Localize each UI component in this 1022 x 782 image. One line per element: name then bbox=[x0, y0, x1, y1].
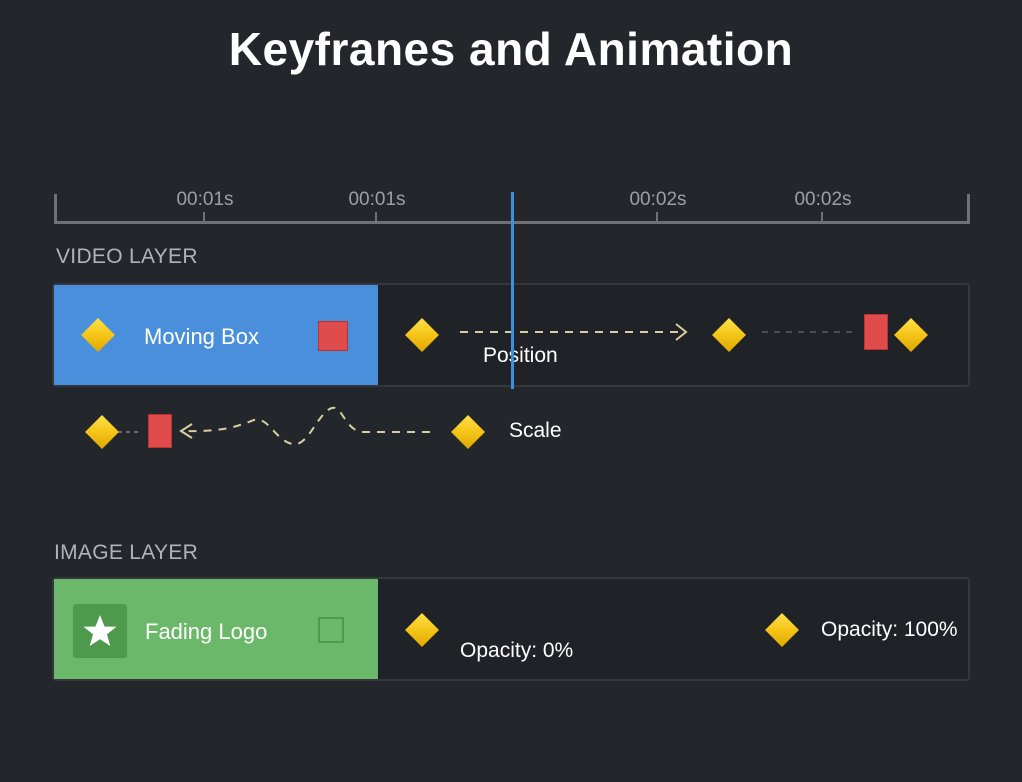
fading-logo-clip[interactable]: Fading Logo bbox=[54, 579, 378, 679]
video-layer-label: VIDEO LAYER bbox=[56, 245, 198, 268]
ruler-label: 00:02s bbox=[629, 189, 687, 210]
opacity-end-label: Opacity: 100% bbox=[821, 618, 958, 641]
hold-keyframe-icon[interactable] bbox=[318, 321, 348, 351]
ruler-end-marker bbox=[967, 194, 970, 224]
playhead[interactable] bbox=[511, 192, 514, 389]
scale-path-arrow bbox=[118, 406, 430, 446]
ruler-label: 00:01s bbox=[176, 189, 234, 210]
image-layer-track[interactable]: Fading Logo Opacity: 0% Opacity: 100% bbox=[52, 577, 970, 681]
star-icon bbox=[73, 604, 127, 658]
hold-keyframe-icon[interactable] bbox=[148, 414, 172, 448]
image-layer-label: IMAGE LAYER bbox=[54, 541, 199, 564]
scale-property-label: Scale bbox=[509, 419, 562, 442]
clip-name: Fading Logo bbox=[145, 619, 268, 644]
position-property-label: Position bbox=[483, 344, 558, 367]
page-title: Keyfranes and Animation bbox=[228, 23, 794, 75]
keyframe-diamond-icon[interactable] bbox=[405, 613, 439, 647]
position-path-arrow bbox=[460, 323, 688, 341]
ruler-tick bbox=[656, 212, 658, 224]
ruler-tick bbox=[821, 212, 823, 224]
moving-box-clip[interactable]: Moving Box bbox=[54, 285, 378, 385]
ruler-start-marker bbox=[54, 194, 57, 224]
clip-name: Moving Box bbox=[144, 324, 259, 349]
ruler-label: 00:02s bbox=[794, 189, 852, 210]
opacity-start-label: Opacity: 0% bbox=[460, 639, 574, 662]
ruler-tick bbox=[203, 212, 205, 224]
empty-keyframe-icon[interactable] bbox=[318, 617, 344, 643]
ruler-tick bbox=[375, 212, 377, 224]
keyframe-diamond-icon[interactable] bbox=[765, 613, 799, 647]
ruler-label: 00:01s bbox=[348, 189, 406, 210]
hold-keyframe-icon[interactable] bbox=[864, 314, 888, 350]
